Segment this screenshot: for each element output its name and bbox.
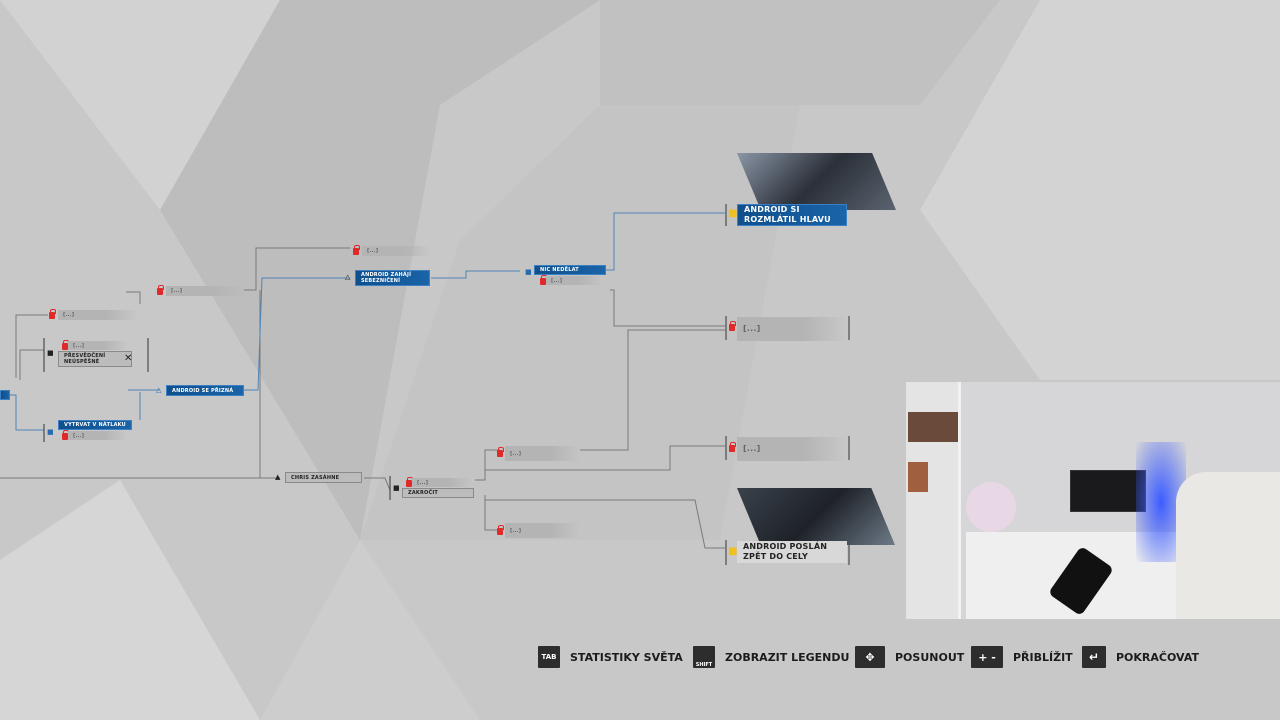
warning-icon: △ bbox=[156, 386, 162, 394]
lock-icon bbox=[729, 442, 736, 452]
node-zakrocit[interactable]: ZAKROČIT bbox=[402, 488, 474, 498]
lock-icon bbox=[49, 309, 56, 319]
ending-android-si-rozmlatil-hlavu[interactable]: ANDROID SI ROZMLÁTIL HLAVU bbox=[737, 204, 847, 226]
locked-node[interactable]: [...] bbox=[68, 431, 128, 440]
choice-icon: ■ bbox=[525, 268, 532, 276]
node-android-zahaji-sebezniceni[interactable]: ANDROID ZAHÁJÍ SEBEZNIČENÍ bbox=[355, 270, 430, 286]
locked-node[interactable]: [...] bbox=[166, 286, 246, 296]
warning-icon: △ bbox=[345, 273, 351, 281]
choice-icon: ■ bbox=[47, 349, 54, 357]
offscreen-node[interactable] bbox=[0, 390, 10, 400]
lock-icon bbox=[497, 447, 504, 457]
node-presvedceni-neuspesne[interactable]: PŘESVĚDČENÍ NEÚSPĚŠNÉ bbox=[58, 351, 132, 367]
locked-node[interactable]: [...] bbox=[412, 478, 472, 487]
control-show-legend[interactable]: SHIFT ZOBRAZIT LEGENDU bbox=[693, 646, 849, 668]
control-continue[interactable]: ↵ POKRAČOVAT bbox=[1082, 646, 1199, 668]
node-nic-nedelat[interactable]: NIC NEDĚLAT bbox=[534, 265, 606, 275]
lock-icon bbox=[729, 321, 736, 331]
lock-icon bbox=[157, 285, 164, 295]
move-icon: ✥ bbox=[855, 646, 885, 668]
tab-key-icon: TAB bbox=[538, 646, 560, 668]
locked-node[interactable]: [...] bbox=[546, 276, 602, 285]
node-vytrvat-v-natlaku[interactable]: VYTRVAT V NÁTLAKU bbox=[58, 420, 132, 430]
node-android-se-prizna[interactable]: ANDROID SE PŘIZNÁ bbox=[166, 385, 244, 396]
locked-node[interactable]: [...] bbox=[68, 341, 128, 350]
control-label: PŘIBLÍŽIT bbox=[1013, 650, 1073, 664]
shift-key-icon: SHIFT bbox=[693, 646, 715, 668]
lock-icon bbox=[497, 525, 504, 535]
warning-icon: ▲ bbox=[275, 473, 281, 481]
zoom-plus-minus-icon: + - bbox=[971, 646, 1003, 668]
unlocked-icon: ■ bbox=[728, 546, 738, 557]
control-label: STATISTIKY SVĚTA bbox=[570, 650, 683, 664]
ending-thumbnail bbox=[737, 153, 896, 210]
enter-key-icon: ↵ bbox=[1082, 646, 1106, 668]
node-chris-zasahne[interactable]: CHRIS ZASÁHNE bbox=[285, 472, 362, 483]
ending-thumbnail bbox=[737, 488, 895, 545]
failed-x-icon: ✕ bbox=[124, 353, 133, 364]
control-label: POKRAČOVAT bbox=[1116, 650, 1199, 664]
locked-node[interactable]: [...] bbox=[505, 446, 580, 461]
lock-icon bbox=[353, 245, 360, 255]
choice-icon: ■ bbox=[47, 428, 54, 436]
webcam-overlay bbox=[906, 382, 1280, 619]
choice-icon: ■ bbox=[393, 484, 400, 492]
control-label: ZOBRAZIT LEGENDU bbox=[725, 650, 850, 664]
locked-ending[interactable]: [...] bbox=[737, 437, 847, 461]
control-label: POSUNOUT bbox=[895, 650, 965, 664]
locked-node[interactable]: [...] bbox=[505, 523, 580, 538]
locked-ending[interactable]: [...] bbox=[737, 317, 847, 341]
control-world-stats[interactable]: TAB STATISTIKY SVĚTA bbox=[538, 646, 683, 668]
locked-node[interactable]: [...] bbox=[362, 246, 430, 256]
control-zoom[interactable]: + - PŘIBLÍŽIT bbox=[971, 646, 1073, 668]
ending-android-poslan-zpet-do-cely[interactable]: ANDROID POSLÁN ZPĚT DO CELY bbox=[737, 541, 847, 563]
control-move[interactable]: ✥ POSUNOUT bbox=[855, 646, 964, 668]
locked-node[interactable]: [...] bbox=[58, 310, 138, 320]
unlocked-icon: ■ bbox=[728, 208, 738, 219]
